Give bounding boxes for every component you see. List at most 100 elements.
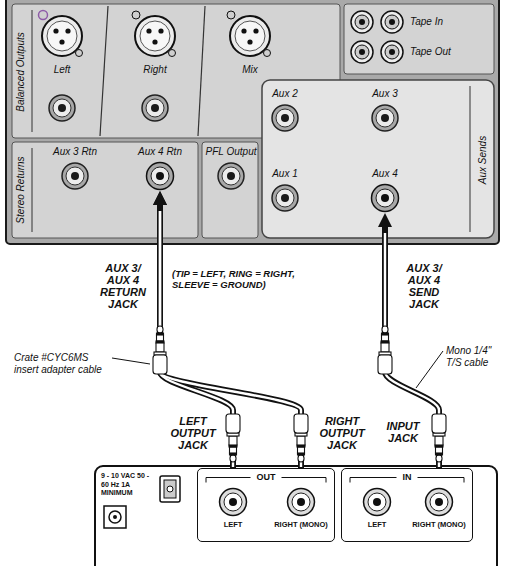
xlr-connector-part — [253, 28, 258, 33]
panel-label: PFL Output — [206, 146, 257, 158]
rca-jack — [381, 11, 403, 33]
input-jack: RIGHT (MONO) — [408, 487, 470, 529]
rca-jack-part — [355, 15, 369, 29]
xlr-connector-part — [169, 50, 176, 57]
mixer-panel-part — [6, 0, 499, 244]
quarter-inch-jack — [218, 163, 244, 189]
quarter-inch-jack-part — [276, 109, 294, 127]
panel-label: Left — [54, 64, 71, 76]
xlr-connector-part — [140, 21, 170, 51]
mixer-panel-part — [32, 10, 33, 132]
section-label: Balanced Outputs — [15, 32, 27, 112]
section-label: Stereo Returns — [15, 156, 27, 223]
rca-jack-part — [351, 41, 373, 63]
panel-label: Right — [143, 64, 166, 76]
quarter-inch-jack — [372, 105, 398, 131]
plug-part — [294, 414, 308, 433]
panel-label: Tape Out — [410, 46, 451, 58]
jack-symbol — [202, 487, 264, 517]
mixer-panel-part — [262, 80, 494, 238]
plug-part — [432, 414, 446, 433]
plug-part — [436, 455, 442, 462]
jack-symbol-part — [224, 493, 242, 511]
jack-label: RIGHT (MONO) — [408, 520, 470, 529]
effects-unit-part — [95, 466, 497, 566]
effects-unit-part — [109, 511, 121, 523]
mixer-panel-part — [12, 4, 340, 138]
quarter-inch-jack-part — [222, 167, 240, 185]
jack-symbol-part — [229, 498, 237, 506]
quarter-inch-jack — [62, 163, 88, 189]
output-jack: RIGHT (MONO) — [270, 487, 332, 529]
jack-label: Aux 4 — [355, 168, 415, 180]
jack-symbol-part — [435, 498, 443, 506]
quarter-inch-jack-part — [381, 114, 389, 122]
quarter-inch-jack — [272, 185, 298, 211]
jack-label: RIGHT (MONO) — [270, 520, 332, 529]
quarter-inch-jack-part — [58, 104, 66, 112]
jack-symbol — [408, 487, 470, 517]
section-label: Aux Sends — [477, 136, 489, 184]
cable-note: Crate #CYC6MS insert adapter cable — [14, 352, 109, 376]
cable-cores — [160, 211, 439, 467]
rca-jack-part — [359, 19, 365, 25]
leader-line — [112, 358, 150, 364]
plug-part — [298, 447, 305, 453]
xlr-connector-part — [59, 39, 64, 44]
plug-part — [229, 436, 237, 445]
plug-part — [381, 343, 389, 352]
quarter-inch-jack-part — [276, 189, 294, 207]
quarter-inch-jack — [49, 95, 75, 121]
jack-label: LEFT — [202, 520, 264, 529]
jack-symbol-part — [220, 489, 247, 516]
quarter-inch-jack-part — [71, 172, 79, 180]
plug-part — [436, 447, 443, 453]
plugs — [153, 326, 446, 462]
xlr-connector-part — [247, 39, 252, 44]
jack-symbol-part — [376, 189, 394, 207]
rca-jack-part — [385, 45, 399, 59]
mixer-panel-part — [198, 6, 205, 136]
plug-part — [435, 436, 443, 445]
rca-jack-part — [355, 45, 369, 59]
plug-part — [378, 355, 392, 374]
panel-label: Aux 2 — [272, 88, 298, 100]
cable — [160, 205, 301, 473]
jack-symbol — [346, 487, 408, 517]
power-rating: 9 - 10 VAC 50 - 60 Hz 1A MINIMUM — [101, 472, 157, 498]
quarter-inch-jack-part — [53, 99, 71, 117]
xlr-connector-part — [227, 11, 235, 19]
xlr-connector-part — [264, 50, 271, 57]
quarter-inch-jack-part — [376, 109, 394, 127]
cable-note: Mono 1/4" T/S cable — [446, 345, 504, 369]
quarter-inch-plug — [432, 414, 446, 462]
xlr-connector-part — [241, 28, 246, 33]
cables — [160, 205, 439, 473]
input-jack: LEFT — [346, 487, 408, 529]
quarter-inch-jack-part — [66, 167, 84, 185]
quarter-inch-jack-part — [272, 105, 298, 131]
rca-jack — [351, 11, 373, 33]
plug-part — [226, 414, 240, 433]
xlr-connector-part — [230, 16, 270, 56]
rca-jack — [381, 41, 403, 63]
xlr-connector-part — [132, 11, 140, 19]
quarter-inch-plug — [294, 414, 308, 462]
panel-label: Aux 3 — [372, 88, 398, 100]
jack-symbol-part — [373, 498, 381, 506]
rca-jack-part — [389, 49, 395, 55]
jack-symbol-part — [368, 493, 386, 511]
callout-text: RIGHT OUTPUT JACK — [313, 415, 371, 451]
mixer-panel-part — [344, 4, 494, 74]
callout-text: LEFT OUTPUT JACK — [164, 415, 222, 451]
quarter-inch-jack-part — [146, 99, 164, 117]
effects-unit-part — [160, 476, 180, 502]
quarter-inch-jack-part — [62, 163, 88, 189]
jack-symbol-part — [292, 493, 310, 511]
quarter-inch-jack-part — [142, 95, 168, 121]
xlr-connector — [39, 11, 83, 57]
rca-jack-part — [385, 15, 399, 29]
plug-part — [382, 326, 388, 333]
plug-part — [298, 455, 304, 462]
